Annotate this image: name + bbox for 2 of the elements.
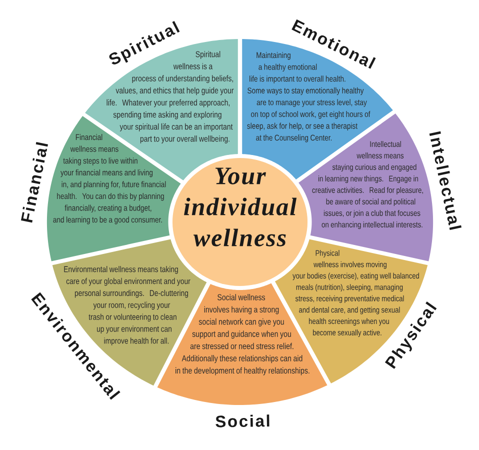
segment-title: Social <box>216 414 270 428</box>
segment-title: Financial <box>20 142 48 223</box>
